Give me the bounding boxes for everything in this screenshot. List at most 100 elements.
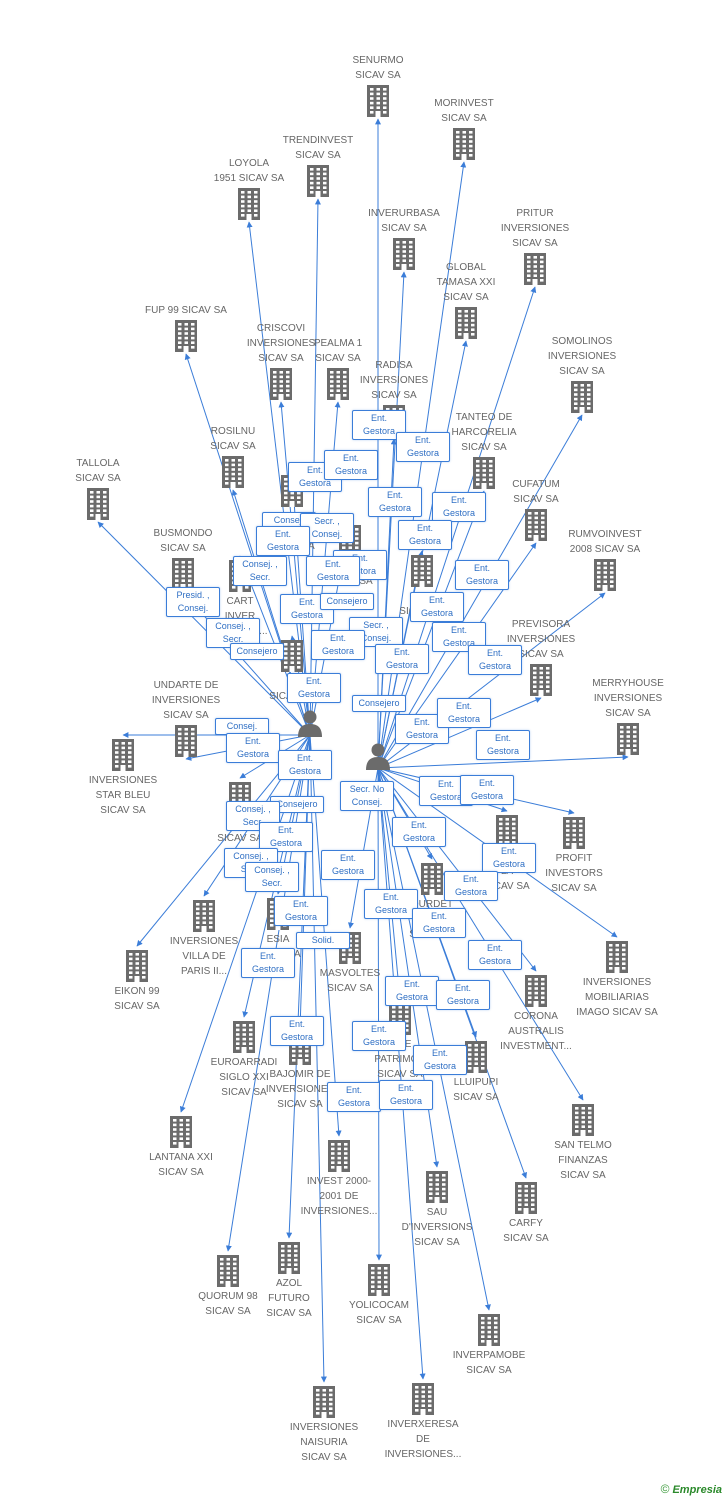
company-node[interactable]: BUSMONDO SICAV SA [128, 526, 238, 590]
role-badge[interactable]: Ent. Gestora [375, 644, 429, 674]
company-node[interactable]: YOLICOCAM SICAV SA [324, 1264, 434, 1328]
company-node[interactable]: EUROARRADI SIGLO XXI SICAV SA [189, 1021, 299, 1100]
role-badge[interactable]: Ent. Gestora [398, 520, 452, 550]
company-name[interactable]: SENURMO SICAV SA [352, 55, 404, 81]
company-node[interactable]: LLUIPUPI SICAV SA [421, 1041, 531, 1105]
role-badge[interactable]: Presid. , Consej. [166, 587, 220, 617]
company-name[interactable]: INVERSIONES STAR BLEU SICAV SA [88, 775, 158, 816]
company-name[interactable]: TALLOLA SICAV SA [75, 458, 121, 484]
company-name[interactable]: LANTANA XXI SICAV SA [149, 1152, 213, 1178]
role-badge[interactable]: Ent. Gestora [306, 556, 360, 586]
role-badge[interactable]: Ent. Gestora [460, 775, 514, 805]
company-node[interactable]: EIKON 99 SICAV SA [82, 950, 192, 1014]
company-name[interactable]: CRISCOVI INVERSIONES SICAV SA [246, 323, 316, 364]
company-node[interactable]: INVEST 2000- 2001 DE INVERSIONES... [284, 1140, 394, 1219]
company-name[interactable]: RUMVOINVEST 2008 SICAV SA [568, 529, 642, 555]
company-name[interactable]: LLUIPUPI SICAV SA [453, 1077, 499, 1103]
company-name[interactable]: SOMOLINOS INVERSIONES SICAV SA [547, 336, 617, 377]
role-badge[interactable]: Consejero [230, 643, 284, 660]
company-name[interactable]: TANTEO DE HARCORELIA SICAV SA [451, 412, 517, 453]
company-node[interactable]: SOMOLINOS INVERSIONES SICAV SA [527, 334, 637, 413]
company-name[interactable]: MERRYHOUSE INVERSIONES SICAV SA [592, 678, 664, 719]
company-name[interactable]: CORONA AUSTRALIS INVESTMENT... [500, 1011, 572, 1052]
role-badge[interactable]: Solid. [296, 932, 350, 949]
company-name[interactable]: AZOL FUTURO SICAV SA [266, 1278, 312, 1319]
company-node[interactable]: SAN TELMO FINANZAS SICAV SA [528, 1104, 638, 1183]
company-node[interactable]: INVERXERESA DE INVERSIONES... [368, 1383, 478, 1462]
role-badge[interactable]: Consej. , Secr. [233, 556, 287, 586]
company-node[interactable]: INVERSIONES VILLA DE PARIS II... [149, 900, 259, 979]
company-node[interactable]: INVERURBASA SICAV SA [349, 206, 459, 270]
company-name[interactable]: LOYOLA 1951 SICAV SA [213, 158, 285, 184]
company-name[interactable]: SAN TELMO FINANZAS SICAV SA [554, 1140, 612, 1181]
role-badge[interactable]: Ent. Gestora [413, 1045, 467, 1075]
company-node[interactable]: LOYOLA 1951 SICAV SA [194, 156, 304, 220]
role-badge[interactable]: Ent. Gestora [436, 980, 490, 1010]
company-node[interactable]: MASVOLTES SICAV SA [295, 932, 405, 996]
role-badge[interactable]: Ent. Gestora [444, 871, 498, 901]
role-badge[interactable]: Ent. Gestora [410, 592, 464, 622]
role-badge[interactable]: Ent. Gestora [327, 1082, 381, 1112]
company-node[interactable]: SENURMO SICAV SA [323, 53, 433, 117]
role-badge[interactable]: Ent. Gestora [288, 462, 342, 492]
role-badge[interactable]: Ent. Gestora [278, 750, 332, 780]
role-badge[interactable]: Ent. Gestora [270, 1016, 324, 1046]
company-node[interactable]: PRITUR INVERSIONES SICAV SA [480, 206, 590, 285]
company-name[interactable]: CARFY SICAV SA [503, 1218, 549, 1244]
company-node[interactable]: SAU D'INVERSIONS SICAV SA [382, 1171, 492, 1250]
role-badge[interactable]: Ent. Gestora [379, 1080, 433, 1110]
role-badge[interactable]: Consejero [352, 695, 406, 712]
company-name[interactable]: RADISA INVERSIONES SICAV SA [359, 360, 429, 401]
company-name[interactable]: ROSILNU SICAV SA [210, 426, 256, 452]
company-name[interactable]: UNDARTE DE INVERSIONES SICAV SA [151, 680, 221, 721]
role-badge[interactable]: Ent. Gestora [468, 940, 522, 970]
role-badge[interactable]: Ent. Gestora [392, 817, 446, 847]
company-name[interactable]: TRENDINVEST SICAV SA [282, 135, 354, 161]
company-name[interactable]: EIKON 99 SICAV SA [114, 986, 160, 1012]
role-badge[interactable]: Ent. Gestora [287, 673, 341, 703]
company-node[interactable]: GLOBAL TAMASA XXI SICAV SA [411, 260, 521, 339]
role-badge[interactable]: Ent. Gestora [432, 492, 486, 522]
company-node[interactable]: LANTANA XXI SICAV SA [126, 1116, 236, 1180]
company-node[interactable]: INVERSIONES NAISURIA SICAV SA [269, 1386, 379, 1465]
role-badge[interactable]: Ent. Gestora [437, 698, 491, 728]
company-node[interactable]: CARFY SICAV SA [471, 1182, 581, 1246]
role-badge[interactable]: Consejero [320, 593, 374, 610]
role-badge[interactable]: Ent. Gestora [385, 976, 439, 1006]
company-node[interactable]: ROSILNU SICAV SA [178, 424, 288, 488]
company-name[interactable]: INVEST 2000- 2001 DE INVERSIONES... [300, 1176, 378, 1217]
role-badge[interactable]: Ent. Gestora [324, 450, 378, 480]
role-badge[interactable]: Ent. Gestora [455, 560, 509, 590]
company-node[interactable]: INVERSIONES MOBILIARIAS IMAGO SICAV SA [562, 941, 672, 1020]
company-node[interactable]: INVERSIONES STAR BLEU SICAV SA [68, 739, 178, 818]
role-badge[interactable]: Ent. Gestora [412, 908, 466, 938]
company-name[interactable]: PRITUR INVERSIONES SICAV SA [500, 208, 570, 249]
company-name[interactable]: CUFATUM SICAV SA [512, 479, 560, 505]
company-name[interactable]: INVERSIONES MOBILIARIAS IMAGO SICAV SA [576, 977, 658, 1018]
role-badge[interactable]: Ent. Gestora [476, 730, 530, 760]
company-name[interactable]: PEALMA 1 SICAV SA [313, 338, 363, 364]
company-node[interactable]: PEALMA 1 SICAV SA [283, 336, 393, 400]
company-node[interactable]: FUP 99 SICAV SA [131, 303, 241, 352]
company-name[interactable]: BAJOMIR DE INVERSIONES SICAV SA [265, 1069, 335, 1110]
company-name[interactable]: GLOBAL TAMASA XXI SICAV SA [436, 262, 496, 303]
role-badge[interactable]: Ent. Gestora [482, 843, 536, 873]
role-badge[interactable]: Ent. Gestora [311, 630, 365, 660]
company-node[interactable]: UNDARTE DE INVERSIONES SICAV SA [131, 678, 241, 757]
company-name[interactable]: QUORUM 98 SICAV SA [198, 1291, 258, 1317]
person-node[interactable] [297, 709, 323, 742]
company-name[interactable]: INVERSIONES VILLA DE PARIS II... [169, 936, 239, 977]
role-badge[interactable]: Ent. Gestora [274, 896, 328, 926]
company-name[interactable]: PROFIT INVESTORS SICAV SA [545, 853, 603, 894]
company-node[interactable]: TANTEO DE HARCORELIA SICAV SA [429, 410, 539, 489]
company-node[interactable]: INVERPAMOBE SICAV SA [434, 1314, 544, 1378]
role-badge[interactable]: Ent. Gestora [226, 733, 280, 763]
role-badge[interactable]: Ent. Gestora [321, 850, 375, 880]
company-node[interactable]: QUORUM 98 SICAV SA [173, 1255, 283, 1319]
role-badge[interactable]: Ent. Gestora [256, 526, 310, 556]
role-badge[interactable]: Ent. Gestora [241, 948, 295, 978]
company-name[interactable]: PREVISORA INVERSIONES SICAV SA [506, 619, 576, 660]
company-node[interactable]: TRENDINVEST SICAV SA [263, 133, 373, 197]
company-node[interactable]: CUFATUM SICAV SA [481, 477, 591, 541]
brand-logo[interactable]: Empresia [672, 1484, 722, 1496]
